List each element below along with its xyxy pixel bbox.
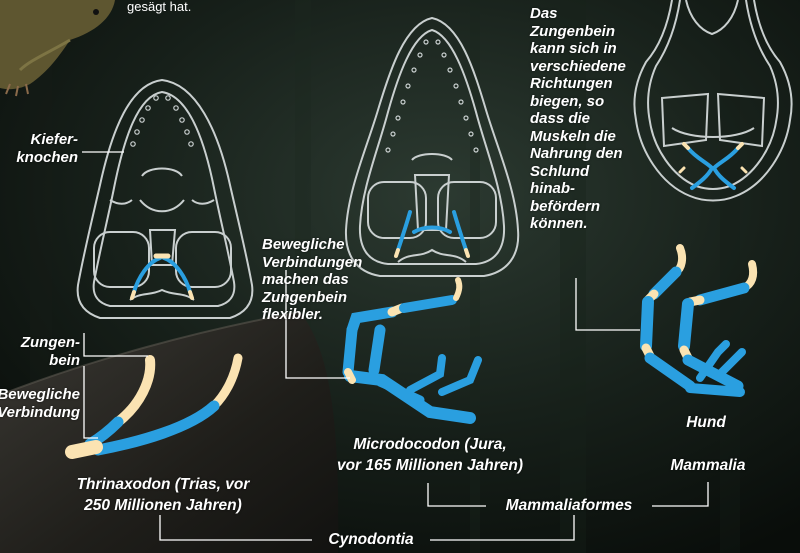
species-hund: Hund [666,412,746,433]
label-kieferknochen: Kiefer- knochen [0,131,78,166]
species-microdocodon: Microdocodon (Jura, vor 165 Millionen Ja… [300,434,560,476]
label-flexibility-note: Bewegliche Verbindungen machen das Zunge… [262,236,362,324]
top-text-fragment: gesägt hat. [127,0,191,14]
group-mammalia: Mammalia [650,457,766,475]
label-muscle-note: Das Zungenbein kann sich in verschiedene… [530,5,626,233]
label-zungenbein: Zungen- bein [0,334,80,369]
group-mammaliaformes: Mammaliaformes [486,497,652,515]
group-cynodontia: Cynodontia [312,531,430,549]
label-bewegliche-verbindung: Bewegliche Verbindung [0,386,80,421]
species-thrinaxodon: Thrinaxodon (Trias, vor 250 Millionen Ja… [38,474,288,516]
